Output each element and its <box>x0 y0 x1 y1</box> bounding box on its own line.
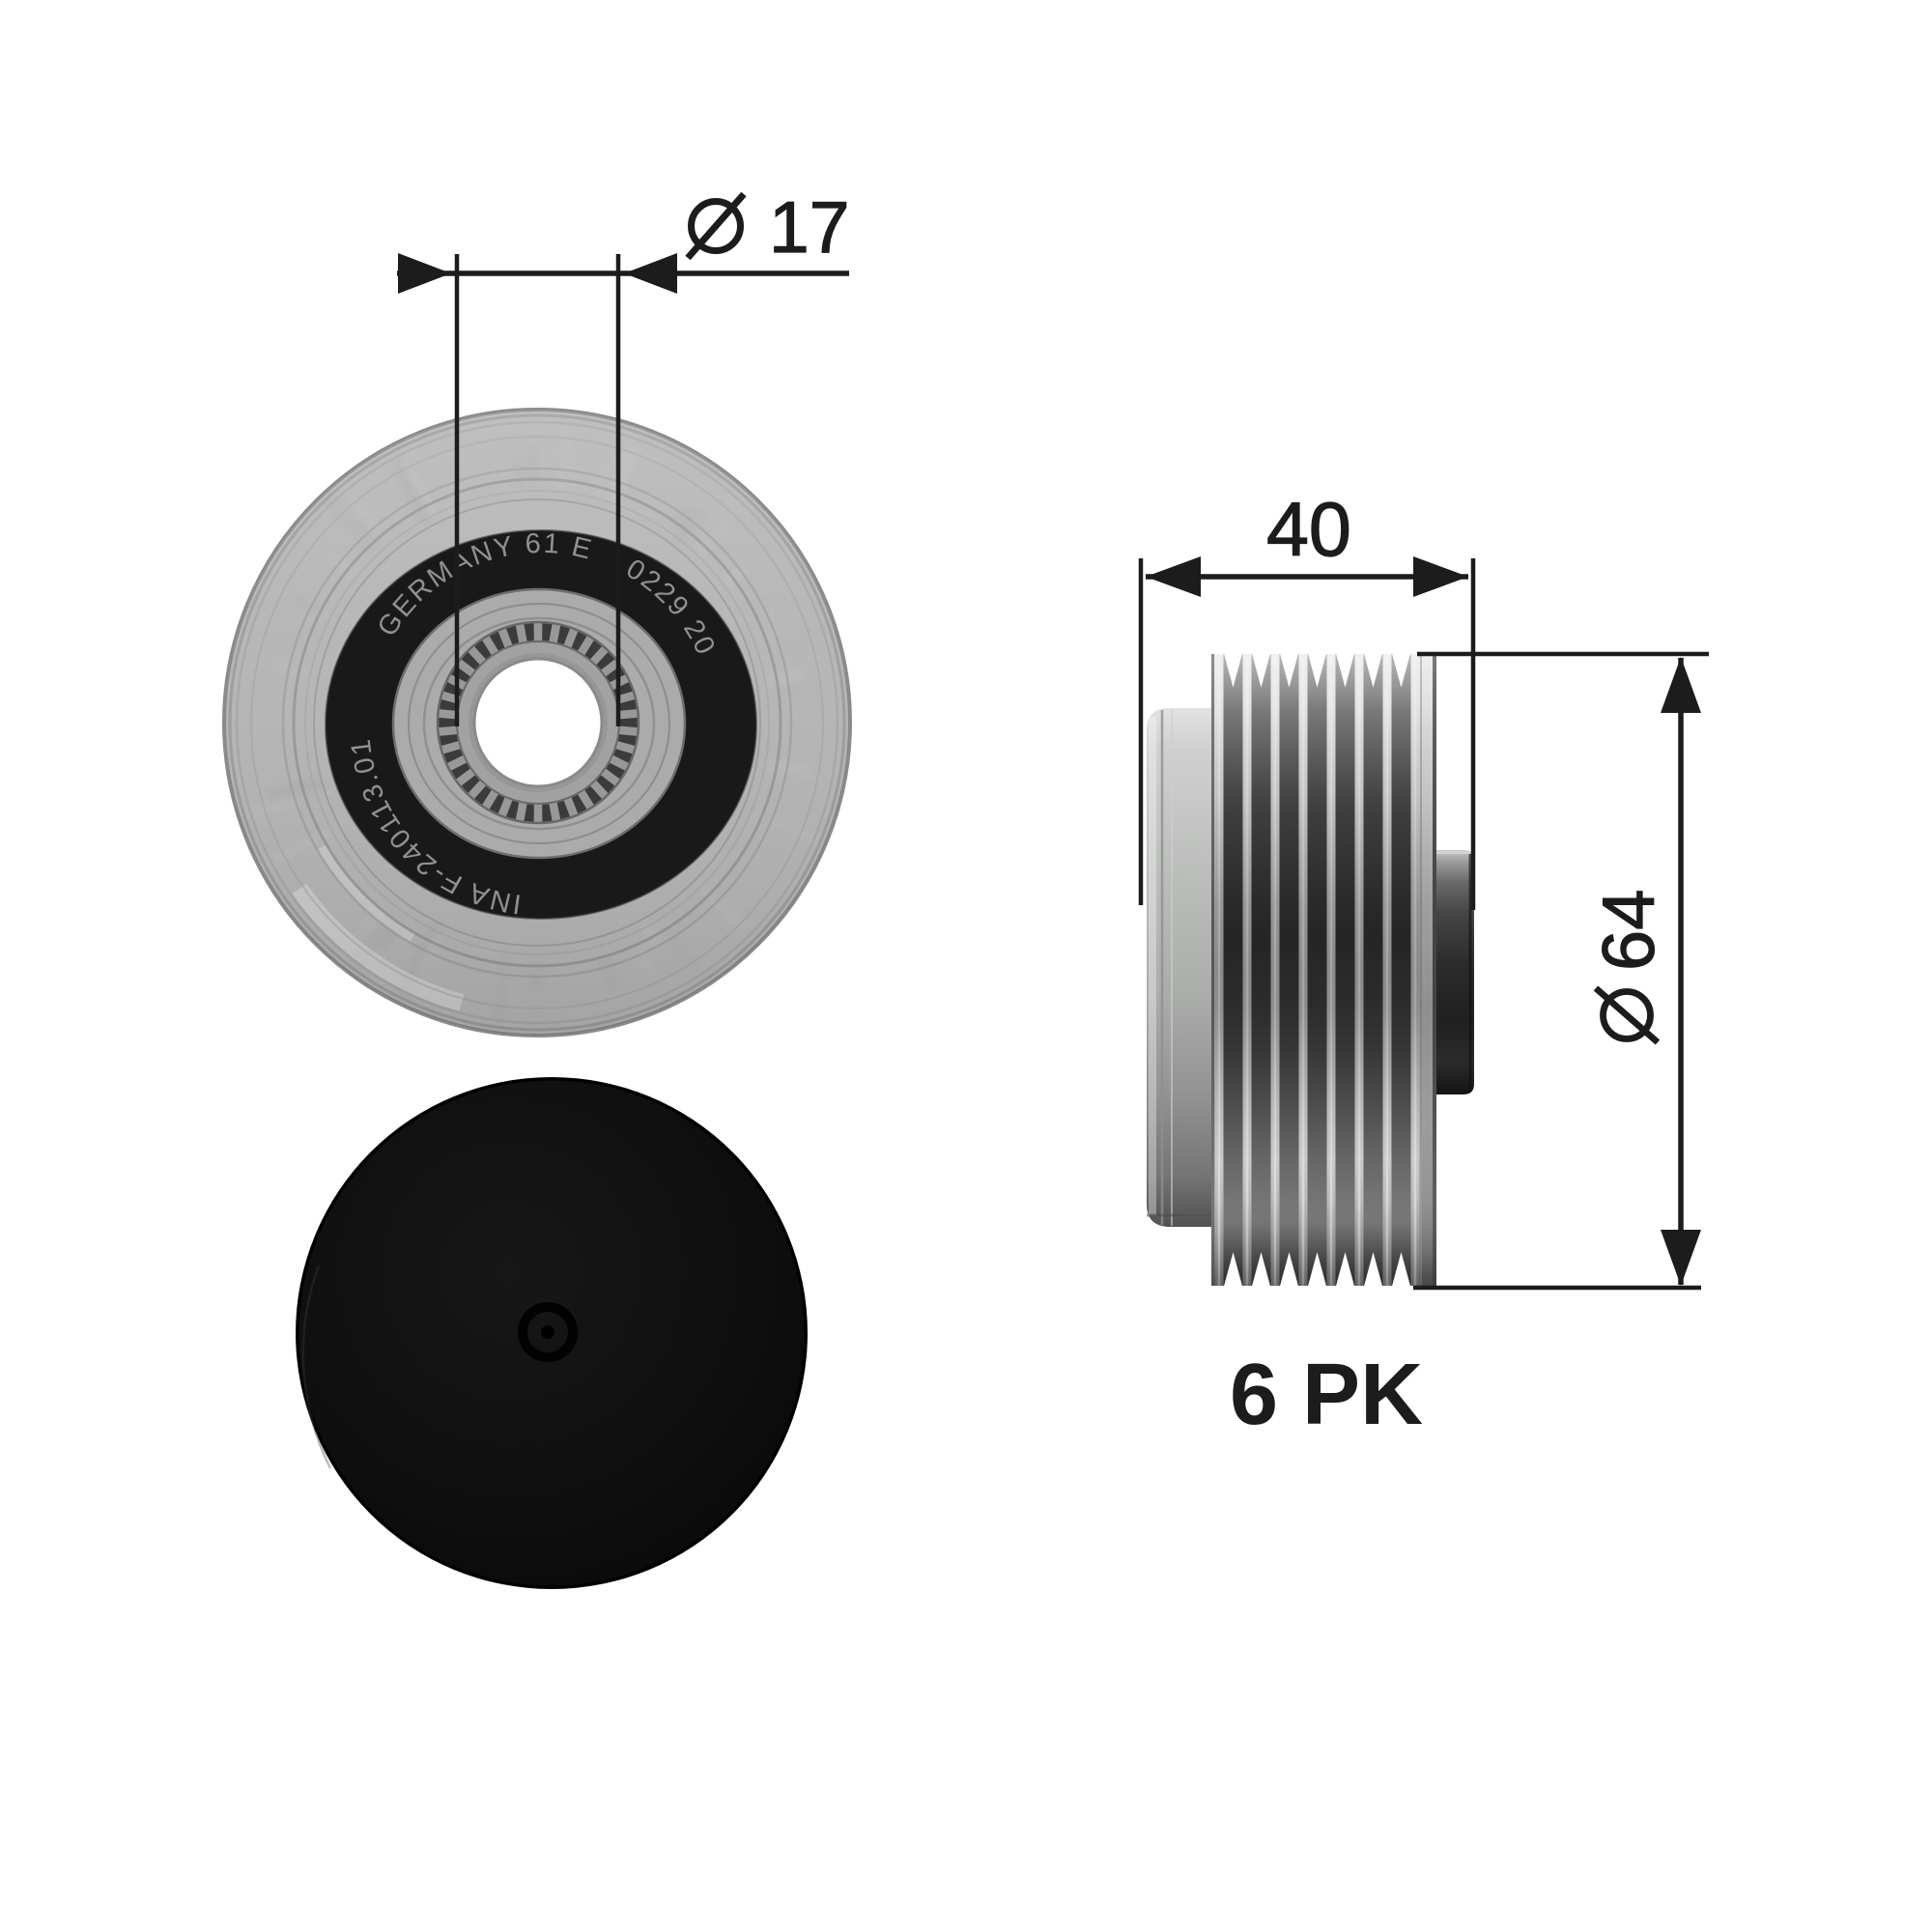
svg-text:64: 64 <box>1588 889 1670 971</box>
svg-text:40: 40 <box>1266 486 1351 572</box>
svg-text:6 PK: 6 PK <box>1230 1347 1423 1443</box>
svg-text:17: 17 <box>769 186 849 268</box>
